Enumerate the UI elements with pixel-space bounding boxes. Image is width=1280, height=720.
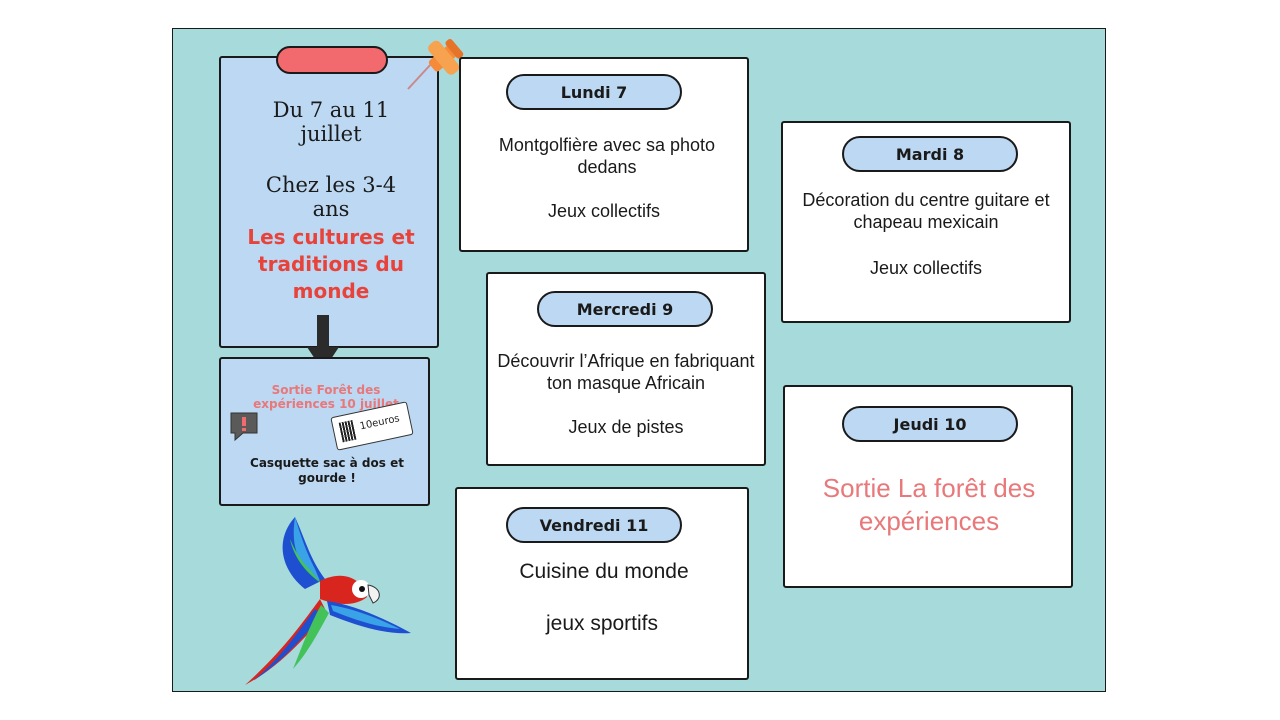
wednesday-activity: Découvrir l’Afrique en fabriquant ton ma…	[497, 351, 755, 393]
parrot-illustration	[245, 517, 411, 685]
tuesday-activity: Décoration du centre guitare et chapeau …	[802, 190, 1050, 232]
day-card-friday: Cuisine du monde jeux sportifs	[455, 487, 749, 680]
note-clip	[276, 46, 388, 74]
thursday-activity: Sortie La forêt des expériences	[822, 473, 1036, 536]
day-label-wednesday: Mercredi 9	[537, 291, 713, 327]
outing-title: Sortie Forêt des expériences 10 juillet	[253, 383, 399, 411]
friday-games: jeux sportifs	[545, 612, 659, 635]
ticket-barcode	[338, 419, 357, 443]
outing-note: Sortie Forêt des expériences 10 juillet …	[219, 357, 430, 506]
pushpin-icon	[407, 38, 464, 90]
day-label-monday: Lundi 7	[506, 74, 682, 110]
ticket-price: 10euros	[358, 413, 401, 433]
alert-bubble-icon	[230, 412, 258, 442]
intro-note: Du 7 au 11 juillet Chez les 3-4 ans Les …	[219, 46, 439, 348]
tuesday-games: Jeux collectifs	[869, 258, 983, 278]
monday-games: Jeux collectifs	[547, 201, 661, 221]
day-label-tuesday: Mardi 8	[842, 136, 1018, 172]
day-label-friday: Vendredi 11	[506, 507, 682, 543]
friday-activity: Cuisine du monde	[519, 560, 689, 583]
intro-dates: Du 7 au 11 juillet	[272, 98, 390, 146]
intro-theme: Les cultures et traditions du monde	[247, 225, 415, 303]
wednesday-games: Jeux de pistes	[568, 417, 684, 437]
monday-activity: Montgolfière avec sa photo dedans	[498, 135, 716, 177]
intro-group: Chez les 3-4 ans	[265, 173, 397, 221]
outing-items: Casquette sac à dos et gourde !	[250, 456, 404, 485]
weekly-planner-board: Du 7 au 11 juillet Chez les 3-4 ans Les …	[172, 28, 1106, 692]
day-label-thursday: Jeudi 10	[842, 406, 1018, 442]
